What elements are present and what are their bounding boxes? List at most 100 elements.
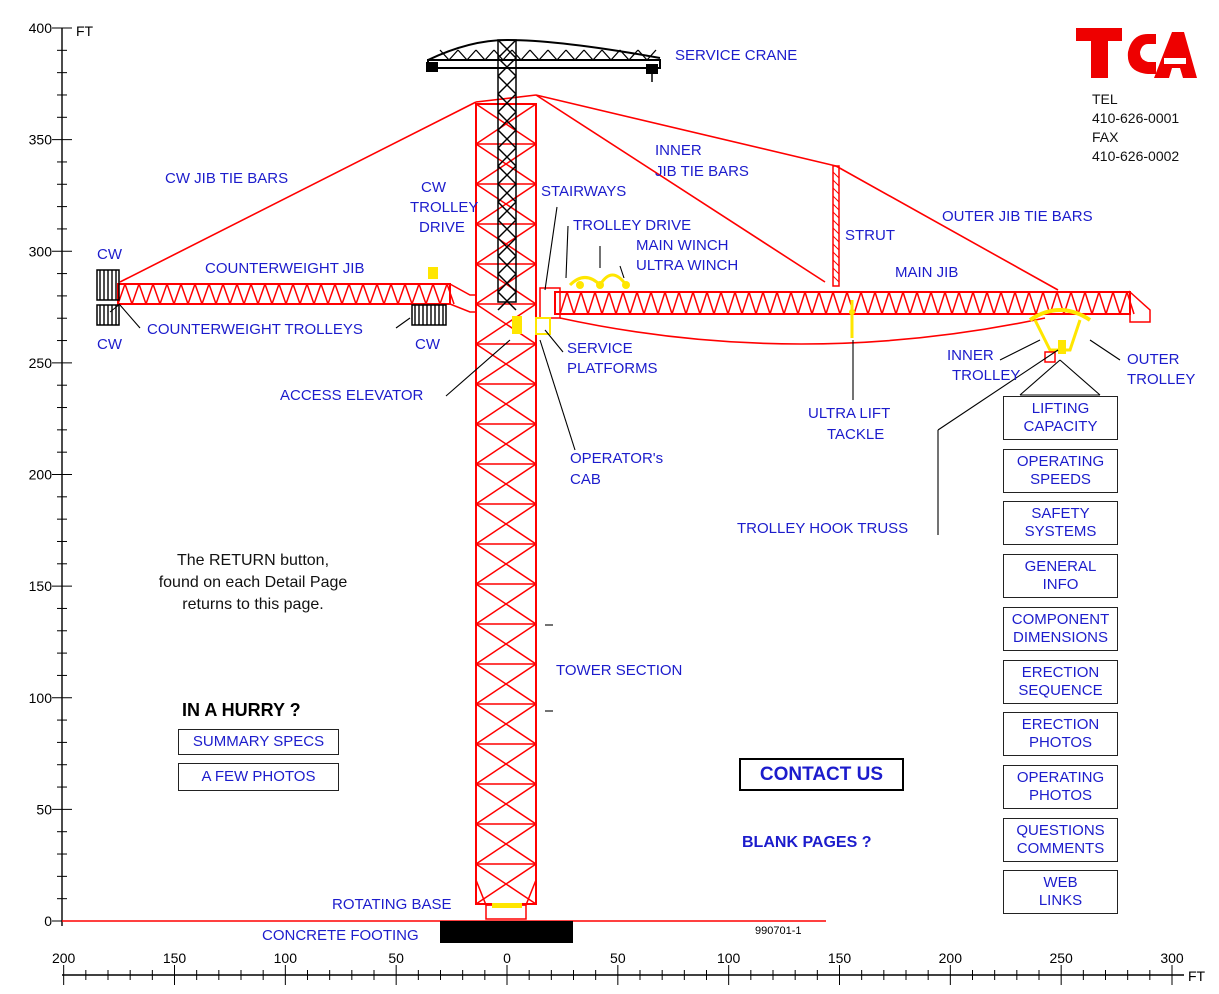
y-tick-label: 300 — [29, 243, 53, 259]
x-tick-label: 100 — [274, 950, 298, 966]
x-tick-label: 100 — [717, 950, 741, 966]
tower-mast — [475, 103, 537, 920]
label-cw-top: CW — [97, 246, 123, 263]
label-concrete-footing: CONCRETE FOOTING — [262, 927, 419, 944]
label-cw-trolley-drive-1: CW — [421, 179, 447, 196]
x-tick-label: 150 — [163, 950, 187, 966]
x-tick-label: 200 — [939, 950, 963, 966]
label-inner-jib-2: JIB TIE BARS — [655, 163, 749, 180]
operators-cab — [512, 316, 522, 334]
hurry-title: IN A HURRY ? — [182, 700, 301, 720]
label-outer-jib-tie-bars: OUTER JIB TIE BARS — [942, 208, 1093, 225]
blank-pages-link[interactable]: BLANK PAGES ? — [742, 834, 872, 851]
label-access-elevator: ACCESS ELEVATOR — [280, 387, 424, 404]
phone-fax-block: TEL 410-626-0001 FAX 410-626-0002 — [1092, 90, 1179, 166]
menu-button-operating-photos[interactable]: OPERATING PHOTOS — [1003, 764, 1118, 809]
x-axis-unit: FT — [1188, 968, 1206, 984]
label-cw-trolley-drive-3: DRIVE — [419, 219, 465, 236]
service-platform — [535, 317, 551, 335]
label-cw-bottom-left: CW — [97, 336, 123, 353]
y-tick-label: 50 — [36, 801, 52, 817]
contact-us-button[interactable]: CONTACT US — [739, 758, 904, 791]
label-ultra-winch: ULTRA WINCH — [636, 257, 738, 274]
y-axis-unit: FT — [76, 23, 94, 39]
label-cw-bottom-right: CW — [415, 336, 441, 353]
y-tick-label: 250 — [29, 355, 53, 371]
menu-button-questions-comments[interactable]: QUESTIONS COMMENTS — [1003, 817, 1118, 862]
y-tick-label: 400 — [29, 20, 53, 36]
menu-button-lifting-capacity[interactable]: LIFTING CAPACITY — [1003, 396, 1118, 440]
label-operators-cab-1: OPERATOR's — [570, 450, 663, 467]
y-axis — [52, 27, 72, 926]
return-note-line3: returns to this page. — [182, 596, 324, 613]
counterweight-jib — [96, 267, 476, 326]
strut — [832, 165, 840, 287]
label-cw-trolley-drive-2: TROLLEY — [410, 199, 478, 216]
tel-number: 410-626-0001 — [1092, 110, 1180, 126]
a-few-photos-button[interactable]: A FEW PHOTOS — [178, 763, 339, 791]
label-service-crane: SERVICE CRANE — [675, 47, 797, 64]
drawing-number: 990701-1 — [755, 925, 802, 937]
menu-button-erection-sequence[interactable]: ERECTION SEQUENCE — [1003, 659, 1118, 704]
menu-button-safety-systems[interactable]: SAFETY SYSTEMS — [1003, 501, 1118, 546]
menu-button-general-info[interactable]: GENERAL INFO — [1003, 554, 1118, 599]
tie-bars — [119, 94, 1059, 345]
label-ultra-lift-2: TACKLE — [827, 426, 884, 443]
label-outer-trolley-2: TROLLEY — [1127, 371, 1195, 388]
label-ultra-lift-1: ULTRA LIFT — [808, 405, 890, 422]
x-tick-label: 0 — [503, 950, 511, 966]
label-counterweight-trolleys: COUNTERWEIGHT TROLLEYS — [147, 321, 363, 338]
y-tick-label: 200 — [29, 467, 53, 483]
y-tick-label: 350 — [29, 132, 53, 148]
label-rotating-base: ROTATING BASE — [332, 896, 451, 913]
label-trolley-drive: TROLLEY DRIVE — [573, 217, 691, 234]
y-tick-label: 150 — [29, 578, 53, 594]
leader-lines — [119, 206, 1121, 712]
label-inner-trolley-2: TROLLEY — [952, 367, 1020, 384]
menu-button-component-dimensions[interactable]: COMPONENT DIMENSIONS — [1003, 606, 1118, 651]
label-service-platforms-2: PLATFORMS — [567, 360, 658, 377]
label-inner-jib-1: INNER — [655, 142, 702, 159]
return-note-line1: The RETURN button, — [176, 552, 330, 569]
label-tower-section: TOWER SECTION — [556, 662, 682, 679]
tca-logo — [1076, 28, 1197, 80]
label-trolley-hook-truss: TROLLEY HOOK TRUSS — [737, 520, 908, 537]
x-tick-label: 50 — [610, 950, 626, 966]
fax-number: 410-626-0002 — [1092, 148, 1180, 164]
x-tick-label: 300 — [1160, 950, 1184, 966]
y-tick-label: 100 — [29, 690, 53, 706]
label-main-jib: MAIN JIB — [895, 264, 958, 281]
label-counterweight-jib: COUNTERWEIGHT JIB — [205, 260, 364, 277]
label-service-platforms-1: SERVICE — [567, 340, 633, 357]
x-axis — [62, 965, 1184, 985]
summary-specs-button[interactable]: SUMMARY SPECS — [178, 729, 339, 755]
menu-button-web-links[interactable]: WEB LINKS — [1003, 870, 1118, 915]
label-cw-jib-tie-bars: CW JIB TIE BARS — [165, 170, 288, 187]
menu-button-operating-speeds[interactable]: OPERATING SPEEDS — [1003, 448, 1118, 493]
label-strut: STRUT — [845, 227, 895, 244]
labels: SERVICE CRANE CW JIB TIE BARS INNER JIB … — [97, 47, 1195, 944]
x-tick-label: 50 — [388, 950, 404, 966]
main-jib — [539, 273, 1151, 363]
return-note-line2: found on each Detail Page — [158, 574, 348, 591]
tel-label: TEL — [1092, 91, 1118, 107]
y-tick-labels: 400 350 300 250 200 150 100 50 0 — [29, 20, 53, 929]
concrete-footing — [440, 921, 573, 943]
y-tick-label: 0 — [44, 913, 52, 929]
label-outer-trolley-1: OUTER — [1127, 351, 1180, 368]
return-note: The RETURN button, found on each Detail … — [128, 550, 378, 616]
x-tick-labels: 200 150 100 50 0 50 100 150 200 250 300 — [52, 950, 1184, 966]
label-operators-cab-2: CAB — [570, 471, 601, 488]
menu-button-erection-photos[interactable]: ERECTION PHOTOS — [1003, 712, 1118, 757]
tca-logo-mark — [1076, 28, 1197, 78]
x-tick-label: 150 — [828, 950, 852, 966]
label-stairways: STAIRWAYS — [541, 183, 626, 200]
x-tick-label: 200 — [52, 950, 76, 966]
label-inner-trolley-1: INNER — [947, 347, 994, 364]
label-main-winch: MAIN WINCH — [636, 237, 729, 254]
service-crane — [426, 38, 661, 311]
fax-label: FAX — [1092, 129, 1119, 145]
x-tick-label: 250 — [1049, 950, 1073, 966]
